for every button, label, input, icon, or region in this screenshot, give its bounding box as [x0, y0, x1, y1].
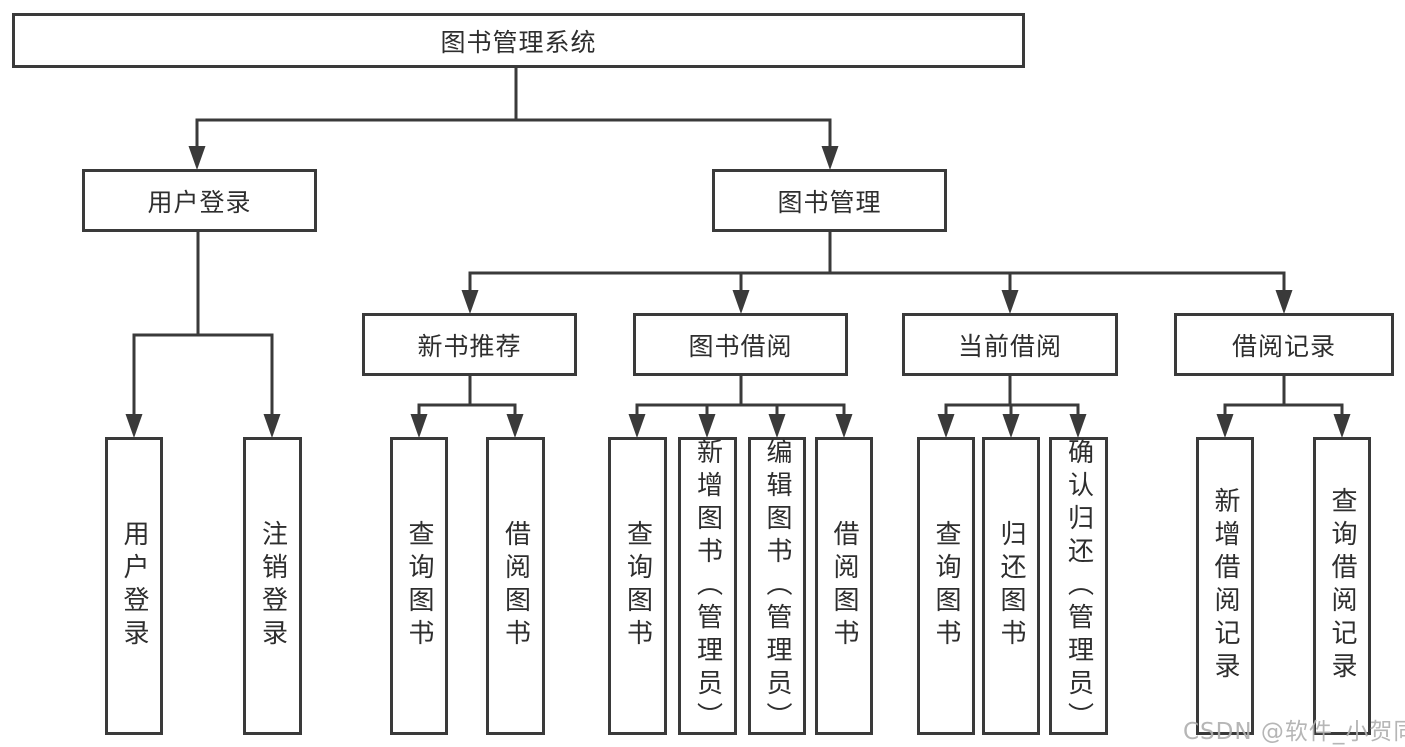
leaf-node-return-books: 归还图书 [982, 437, 1040, 735]
node-book-borrow-group: 图书借阅 [633, 313, 848, 376]
node-borrow-record-group: 借阅记录 [1174, 313, 1394, 376]
leaf-label: 借阅图书 [829, 520, 859, 652]
leaf-node-borrow-books: 借阅图书 [815, 437, 873, 735]
leaf-label: 新增借阅记录 [1210, 487, 1240, 685]
leaf-label: 新增图书（管理员） [692, 437, 723, 735]
node-current-borrow-group: 当前借阅 [902, 313, 1118, 376]
leaf-node-query-books-borrow: 查询图书 [608, 437, 667, 735]
leaf-node-edit-books-admin: 编辑图书（管理员） [748, 437, 806, 735]
leaf-label: 查询借阅记录 [1327, 487, 1357, 685]
leaf-label: 归还图书 [996, 520, 1026, 652]
leaf-node-query-books-newrec: 查询图书 [390, 437, 448, 735]
node-label: 借阅记录 [1231, 331, 1336, 361]
node-label: 用户登录 [147, 187, 252, 217]
leaf-node-query-books-current: 查询图书 [917, 437, 975, 735]
leaf-label: 确认归还（管理员） [1063, 437, 1094, 735]
leaf-node-query-borrow-record: 查询借阅记录 [1313, 437, 1371, 735]
leaf-node-confirm-return-admin: 确认归还（管理员） [1049, 437, 1108, 735]
node-book-management-branch: 图书管理 [712, 169, 947, 232]
leaf-node-borrow-books-newrec: 借阅图书 [486, 437, 545, 735]
leaf-node-logout: 注销登录 [243, 437, 302, 735]
csdn-watermark: CSDN @软件_小贺同学 [1183, 719, 1405, 745]
node-library-management-system: 图书管理系统 [12, 13, 1025, 68]
leaf-node-add-borrow-record: 新增借阅记录 [1196, 437, 1254, 735]
node-label: 新书推荐 [417, 331, 522, 361]
node-label: 当前借阅 [957, 331, 1062, 361]
leaf-label: 查询图书 [404, 520, 434, 652]
leaf-label: 用户登录 [119, 520, 149, 652]
node-label: 图书管理 [777, 187, 882, 217]
leaf-node-add-books-admin: 新增图书（管理员） [678, 437, 737, 735]
node-label: 图书管理系统 [440, 27, 597, 57]
leaf-label: 注销登录 [257, 520, 288, 652]
node-label: 图书借阅 [688, 331, 793, 361]
node-new-book-recommend-group: 新书推荐 [362, 313, 577, 376]
node-user-login-branch: 用户登录 [82, 169, 317, 232]
leaf-label: 借阅图书 [500, 520, 531, 652]
leaf-node-user-login: 用户登录 [105, 437, 163, 735]
leaf-label: 查询图书 [931, 520, 961, 652]
leaf-label: 查询图书 [622, 520, 653, 652]
leaf-label: 编辑图书（管理员） [762, 437, 792, 735]
